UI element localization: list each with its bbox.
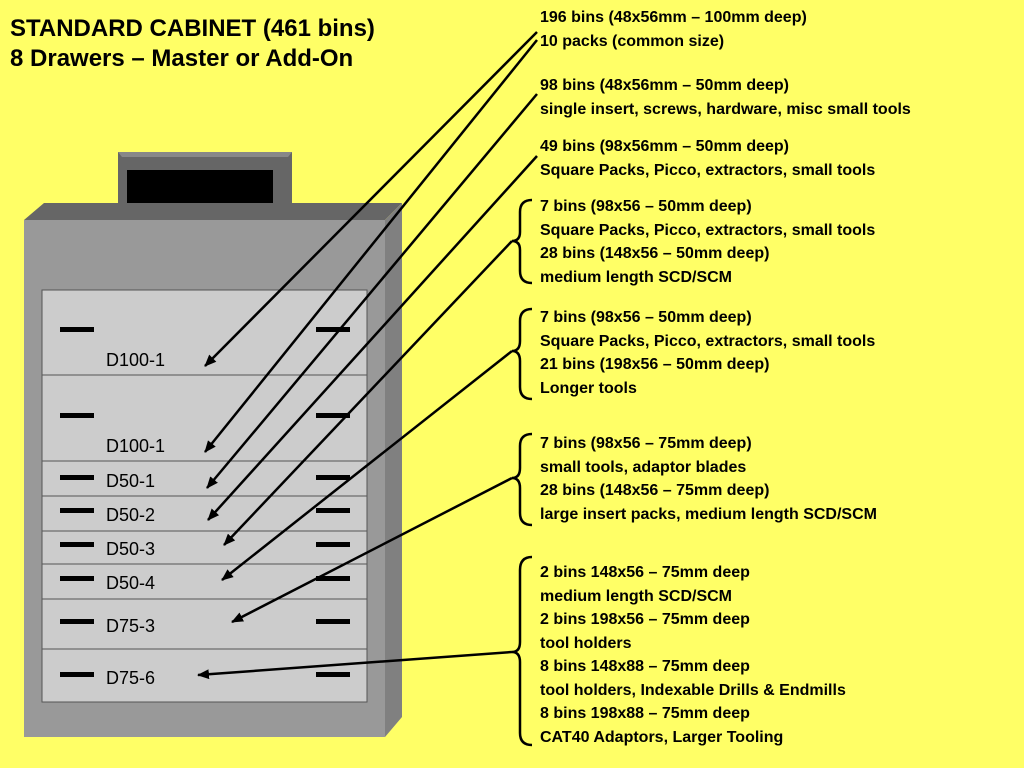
drawer-handle-left[interactable] bbox=[60, 576, 94, 581]
leader-arrow-4 bbox=[223, 240, 513, 546]
drawer-5[interactable] bbox=[41, 530, 368, 565]
description-line: 28 bins (148x56 – 50mm deep) bbox=[540, 245, 770, 262]
description-line: Square Packs, Picco, extractors, small t… bbox=[540, 161, 876, 179]
drawer-handle-right[interactable] bbox=[316, 619, 350, 624]
description-line: tool holders, Indexable Drills & Endmill… bbox=[540, 681, 846, 699]
drawer-label-1: D100-1 bbox=[106, 350, 166, 370]
leader-arrow-3 bbox=[207, 155, 538, 521]
title-line-1: STANDARD CABINET (461 bins) bbox=[10, 15, 375, 42]
cabinet-side bbox=[385, 203, 402, 737]
leader-arrow-1a bbox=[204, 31, 538, 367]
title: STANDARD CABINET (461 bins) 8 Drawers – … bbox=[10, 14, 375, 74]
drawer-handle-left[interactable] bbox=[60, 542, 94, 547]
drawer-handle-right[interactable] bbox=[316, 413, 350, 418]
drawer-handle-right[interactable] bbox=[316, 508, 350, 513]
description-line: large insert packs, medium length SCD/SC… bbox=[540, 505, 877, 523]
drawer-label-6: D50-4 bbox=[106, 573, 156, 593]
drawer-label-4: D50-2 bbox=[106, 505, 156, 525]
description-line: small tools, adaptor blades bbox=[540, 458, 747, 476]
description-line: Square Packs, Picco, extractors, small t… bbox=[540, 332, 876, 350]
drawer-handle-left[interactable] bbox=[60, 327, 94, 332]
description-line: 7 bins (98x56 – 50mm deep) bbox=[540, 198, 752, 215]
drawer-4[interactable] bbox=[41, 495, 368, 532]
drawer-handle-right[interactable] bbox=[316, 475, 350, 480]
drawer-label-3: D50-1 bbox=[106, 471, 156, 491]
description-line: 21 bins (198x56 – 50mm deep) bbox=[540, 356, 770, 373]
brace-4 bbox=[511, 198, 533, 285]
description-line: 7 bins (98x56 – 75mm deep) bbox=[540, 435, 752, 452]
description-line: 196 bins (48x56mm – 100mm deep) bbox=[540, 9, 807, 26]
description-line: 2 bins 148x56 – 75mm deep bbox=[540, 564, 750, 581]
brace-6 bbox=[511, 432, 533, 527]
description-line: 8 bins 198x88 – 75mm deep bbox=[540, 705, 750, 722]
description-line: 2 bins 198x56 – 75mm deep bbox=[540, 611, 750, 628]
drawer-label-8: D75-6 bbox=[106, 668, 156, 688]
brace-5 bbox=[511, 307, 533, 401]
description-line: 8 bins 148x88 – 75mm deep bbox=[540, 658, 750, 675]
leader-arrow-5 bbox=[221, 350, 513, 581]
leader-arrow-7 bbox=[197, 650, 513, 680]
description-line: Square Packs, Picco, extractors, small t… bbox=[540, 221, 876, 239]
drawer-7[interactable] bbox=[41, 598, 368, 650]
drawer-2[interactable] bbox=[41, 374, 368, 462]
drawer-handle-left[interactable] bbox=[60, 475, 94, 480]
drawer-label-7: D75-3 bbox=[106, 616, 156, 636]
drawer-label-2: D100-1 bbox=[106, 436, 166, 456]
description-6: 7 bins (98x56 – 75mm deep) small tools, … bbox=[540, 432, 877, 526]
description-line: CAT40 Adaptors, Larger Tooling bbox=[540, 728, 784, 746]
description-line: medium length SCD/SCM bbox=[540, 268, 733, 286]
description-7: 2 bins 148x56 – 75mm deep medium length … bbox=[540, 561, 846, 749]
brace-7 bbox=[511, 555, 533, 747]
drawer-handle-left[interactable] bbox=[60, 508, 94, 513]
description-line: 49 bins (98x56mm – 50mm deep) bbox=[540, 138, 790, 155]
drawer-handle-left[interactable] bbox=[60, 619, 94, 624]
description-line: medium length SCD/SCM bbox=[540, 587, 733, 605]
description-line: 98 bins (48x56mm – 50mm deep) bbox=[540, 77, 790, 94]
description-2: 98 bins (48x56mm – 50mm deep) single ins… bbox=[540, 74, 911, 121]
drawers bbox=[41, 289, 368, 703]
description-1: 196 bins (48x56mm – 100mm deep) 10 packs… bbox=[540, 6, 807, 53]
drawer-handle-right[interactable] bbox=[316, 327, 350, 332]
leader-arrow-1b bbox=[204, 39, 538, 453]
leader-arrow-2 bbox=[206, 93, 538, 489]
description-line: single insert, screws, hardware, misc sm… bbox=[540, 100, 911, 118]
drawer-handle-left[interactable] bbox=[60, 672, 94, 677]
drawer-label-5: D50-3 bbox=[106, 539, 156, 559]
description-3: 49 bins (98x56mm – 50mm deep) Square Pac… bbox=[540, 135, 875, 182]
drawer-handle-right[interactable] bbox=[316, 542, 350, 547]
description-line: 28 bins (148x56 – 75mm deep) bbox=[540, 482, 770, 499]
drawer-handle-right[interactable] bbox=[316, 576, 350, 581]
cabinet-top bbox=[24, 203, 402, 220]
drawer-3[interactable] bbox=[41, 460, 368, 497]
description-line: 7 bins (98x56 – 50mm deep) bbox=[540, 309, 752, 326]
description-line: tool holders bbox=[540, 634, 632, 652]
braces bbox=[511, 198, 533, 747]
drawer-8[interactable] bbox=[41, 648, 368, 703]
description-line: 10 packs (common size) bbox=[540, 32, 725, 50]
title-line-2: 8 Drawers – Master or Add-On bbox=[10, 45, 354, 72]
description-4: 7 bins (98x56 – 50mm deep) Square Packs,… bbox=[540, 195, 875, 289]
drawer-1[interactable] bbox=[41, 289, 368, 376]
leader-arrows bbox=[197, 31, 538, 680]
leader-arrow-6 bbox=[231, 476, 513, 624]
drawer-handle-right[interactable] bbox=[316, 672, 350, 677]
description-5: 7 bins (98x56 – 50mm deep) Square Packs,… bbox=[540, 306, 875, 400]
drawer-6[interactable] bbox=[41, 563, 368, 600]
description-line: Longer tools bbox=[540, 379, 637, 397]
drawer-handle-left[interactable] bbox=[60, 413, 94, 418]
